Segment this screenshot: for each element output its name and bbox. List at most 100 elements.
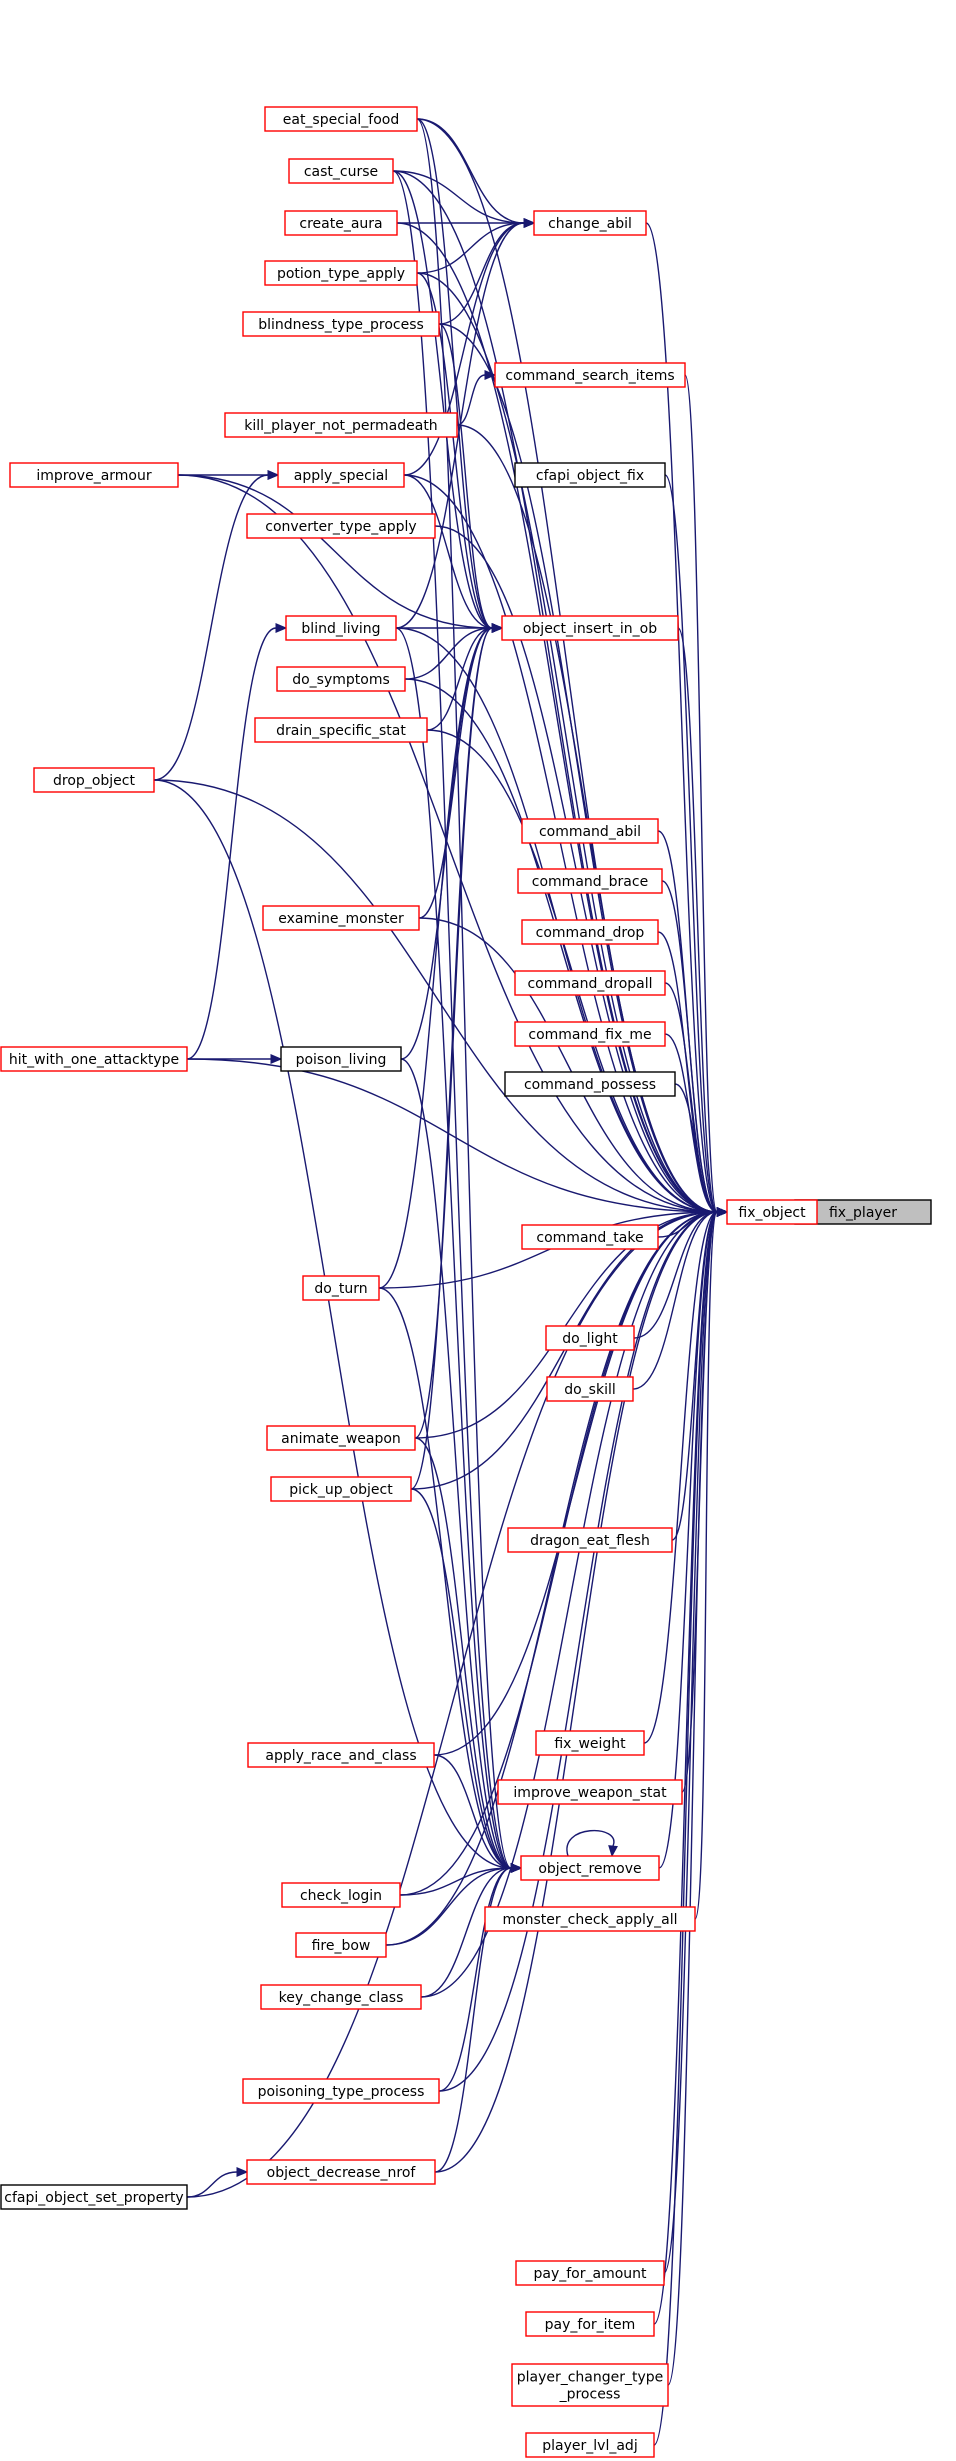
node-object-remove[interactable]: object_remove bbox=[520, 1855, 660, 1881]
node-drain-specific-stat[interactable]: drain_specific_stat bbox=[254, 717, 428, 743]
node-label: poison_living bbox=[296, 1052, 387, 1068]
node-hit-with-one-attacktype[interactable]: hit_with_one_attacktype bbox=[0, 1046, 188, 1072]
node-improve-weapon-stat[interactable]: improve_weapon_stat bbox=[497, 1779, 683, 1805]
node-box bbox=[517, 868, 663, 894]
node-animate-weapon[interactable]: animate_weapon bbox=[266, 1425, 416, 1451]
edge-line bbox=[378, 1287, 512, 1869]
node-apply-special[interactable]: apply_special bbox=[277, 462, 405, 488]
node-box bbox=[521, 1224, 659, 1250]
node-label: improve_armour bbox=[36, 468, 151, 484]
node-blindness-type-process[interactable]: blindness_type_process bbox=[242, 311, 440, 337]
node-cfapi-object-set-property[interactable]: cfapi_object_set_property bbox=[0, 2184, 188, 2210]
node-check-login[interactable]: check_login bbox=[281, 1882, 401, 1908]
node-poisoning-type-process[interactable]: poisoning_type_process bbox=[242, 2078, 440, 2104]
node-label: fix_object bbox=[738, 1205, 806, 1221]
node-cfapi-object-fix[interactable]: cfapi_object_fix bbox=[514, 462, 666, 488]
node-do-skill[interactable]: do_skill bbox=[546, 1376, 634, 1402]
edge-line bbox=[378, 1211, 718, 1289]
node-do-light[interactable]: do_light bbox=[545, 1325, 635, 1351]
node-eat-special-food[interactable]: eat_special_food bbox=[264, 106, 418, 132]
edge-line bbox=[658, 1211, 718, 1869]
edge-cast-curse-to-change-abil bbox=[392, 170, 536, 228]
node-label: animate_weapon bbox=[281, 1431, 401, 1447]
edge-line bbox=[404, 627, 493, 680]
node-label: change_abil bbox=[548, 216, 632, 232]
node-object-insert-in-ob[interactable]: object_insert_in_ob bbox=[501, 615, 679, 641]
node-dragon-eat-flesh[interactable]: dragon_eat_flesh bbox=[507, 1527, 673, 1553]
node-command-possess[interactable]: command_possess bbox=[504, 1071, 676, 1097]
node-label: do_skill bbox=[564, 1382, 616, 1398]
edge-command-dropall-to-fix-object bbox=[664, 982, 729, 1217]
edge-line bbox=[396, 222, 718, 1213]
node-apply-race-and-class[interactable]: apply_race_and_class bbox=[247, 1742, 435, 1768]
edge-line bbox=[392, 170, 525, 224]
edge-line bbox=[674, 1083, 718, 1213]
node-command-brace[interactable]: command_brace bbox=[517, 868, 663, 894]
node-pick-up-object[interactable]: pick_up_object bbox=[270, 1476, 412, 1502]
node-drop-object[interactable]: drop_object bbox=[33, 767, 155, 793]
node-command-abil[interactable]: command_abil bbox=[521, 818, 659, 844]
edge-line bbox=[414, 627, 493, 1439]
node-label: _process bbox=[559, 2387, 621, 2403]
edge-line bbox=[643, 1211, 718, 1744]
node-monster-check-apply-all[interactable]: monster_check_apply_all bbox=[484, 1906, 696, 1932]
edge-line bbox=[177, 474, 493, 629]
node-poison-living[interactable]: poison_living bbox=[280, 1046, 402, 1072]
node-potion-type-apply[interactable]: potion_type_apply bbox=[264, 260, 418, 286]
node-box bbox=[9, 462, 179, 488]
node-change-abil[interactable]: change_abil bbox=[533, 210, 647, 236]
node-label: command_take bbox=[536, 1230, 643, 1246]
node-fire-bow[interactable]: fire_bow bbox=[295, 1932, 387, 1958]
node-command-drop[interactable]: command_drop bbox=[521, 919, 659, 945]
edge-arrowhead bbox=[236, 2167, 249, 2177]
node-key-change-class[interactable]: key_change_class bbox=[260, 1984, 422, 2010]
edge-line bbox=[633, 1211, 718, 1339]
node-box bbox=[494, 362, 686, 388]
edge-drop-object-to-object-remove bbox=[153, 779, 523, 1873]
node-kill-player-not-permadeath[interactable]: kill_player_not_permadeath bbox=[224, 412, 458, 438]
edge-arrowhead bbox=[491, 623, 504, 633]
edge-line bbox=[153, 779, 718, 1213]
node-fix-weight[interactable]: fix_weight bbox=[535, 1730, 645, 1756]
edge-line bbox=[414, 1211, 718, 1439]
node-examine-monster[interactable]: examine_monster bbox=[262, 905, 420, 931]
node-box bbox=[514, 1021, 666, 1047]
node-box bbox=[0, 2184, 188, 2210]
node-improve-armour[interactable]: improve_armour bbox=[9, 462, 179, 488]
node-create-aura[interactable]: create_aura bbox=[284, 210, 398, 236]
edge-drop-object-to-apply-special bbox=[153, 470, 280, 781]
node-command-dropall[interactable]: command_dropall bbox=[514, 970, 666, 996]
node-label: object_remove bbox=[538, 1861, 641, 1877]
node-box bbox=[242, 311, 440, 337]
node-object-decrease-nrof[interactable]: object_decrease_nrof bbox=[246, 2159, 436, 2185]
node-box bbox=[521, 919, 659, 945]
node-do-turn[interactable]: do_turn bbox=[302, 1275, 380, 1301]
edge-cast-curse-to-object-insert-in-ob bbox=[392, 170, 504, 633]
edge-potion-type-apply-to-change-abil bbox=[416, 218, 536, 274]
node-box bbox=[520, 1855, 660, 1881]
node-box bbox=[511, 2363, 669, 2407]
node-box bbox=[270, 1476, 412, 1502]
node-pay-for-amount[interactable]: pay_for_amount bbox=[515, 2260, 665, 2286]
node-blind-living[interactable]: blind_living bbox=[285, 615, 397, 641]
node-box bbox=[264, 106, 418, 132]
edge-line bbox=[403, 222, 525, 476]
node-box bbox=[254, 717, 428, 743]
node-label: drop_object bbox=[53, 773, 135, 789]
node-do-symptoms[interactable]: do_symptoms bbox=[276, 666, 406, 692]
node-player-changer-type-process[interactable]: player_changer_type_process bbox=[511, 2363, 669, 2407]
edge-hit-with-one-attacktype-to-poison-living bbox=[187, 1054, 283, 1064]
edge-line bbox=[186, 627, 277, 1060]
edge-line bbox=[395, 222, 525, 629]
node-converter-type-apply[interactable]: converter_type_apply bbox=[246, 513, 436, 539]
edge-line bbox=[434, 1211, 718, 2173]
node-box bbox=[515, 2260, 665, 2286]
node-command-fix-me[interactable]: command_fix_me bbox=[514, 1021, 666, 1047]
node-cast-curse[interactable]: cast_curse bbox=[288, 158, 394, 184]
node-player-lvl-adj[interactable]: player_lvl_adj bbox=[525, 2432, 655, 2458]
node-command-search-items[interactable]: command_search_items bbox=[494, 362, 686, 388]
node-command-take[interactable]: command_take bbox=[521, 1224, 659, 1250]
node-label: command_brace bbox=[532, 874, 648, 890]
node-fix-object[interactable]: fix_object bbox=[726, 1199, 818, 1225]
node-pay-for-item[interactable]: pay_for_item bbox=[525, 2311, 655, 2337]
